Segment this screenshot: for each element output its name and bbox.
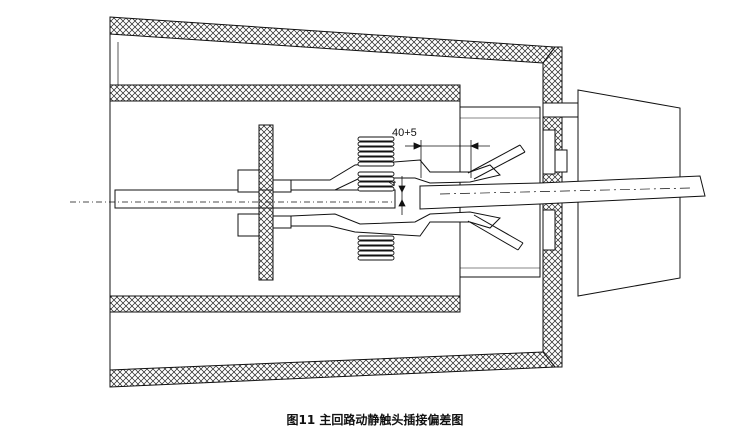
housing-top-wall [109, 16, 556, 64]
spring-coil [357, 176, 395, 182]
finger-angle-bottom-end [517, 242, 524, 251]
spring-coil [357, 171, 395, 177]
housing-right-wall [542, 46, 563, 368]
contact-finger-lower [290, 211, 502, 237]
bolt-block-bottom [542, 209, 556, 251]
spring-coil [357, 245, 395, 251]
housing-bottom-wall [109, 351, 557, 388]
dim-insertion-label: 40+5 [392, 127, 417, 139]
spring-coil [357, 161, 395, 167]
figure-caption: 图11 主回路动静触头插接偏差图 [286, 413, 464, 427]
spring-coil [357, 235, 395, 241]
spring-coil [357, 186, 395, 192]
bolt-nut [554, 149, 568, 173]
spring-coil [357, 181, 395, 187]
finger-angle-bottom-b [473, 214, 524, 244]
dim-arrowhead-left [413, 142, 423, 150]
dim-arrowhead-offset-bottom [398, 199, 406, 207]
mount-plate-top [542, 102, 579, 118]
sleeve-top-band [109, 84, 461, 102]
moving-contact-shaft [114, 189, 396, 209]
nut-upper [237, 169, 260, 193]
spring-coil [357, 255, 395, 261]
clamp-lower [272, 215, 292, 229]
bolt-block-top [542, 129, 556, 175]
clamp-upper [272, 179, 292, 193]
busbar [419, 175, 706, 210]
busbar-centerline [439, 187, 691, 195]
dim-arrowhead-right [469, 142, 479, 150]
finger-angle-top-a [467, 144, 521, 174]
nut-lower [237, 213, 260, 237]
finger-angle-top-end [519, 144, 526, 153]
dim-offset-label: 4 [388, 180, 399, 186]
spring-coil [357, 136, 395, 142]
spring-lower [357, 235, 395, 261]
finger-angle-bottom-a [467, 220, 519, 251]
dim-arrowhead-offset-top [398, 185, 406, 193]
spring-coil [357, 151, 395, 157]
spring-coil [357, 240, 395, 246]
spring-coil [357, 156, 395, 162]
finger-angle-top-b [473, 151, 526, 180]
sleeve-bottom-band [109, 295, 461, 313]
spring-middle [357, 171, 395, 192]
spring-upper [357, 136, 395, 167]
spring-coil [357, 250, 395, 256]
spring-coil [357, 146, 395, 152]
insulating-disc [258, 124, 274, 281]
spring-coil [357, 141, 395, 147]
